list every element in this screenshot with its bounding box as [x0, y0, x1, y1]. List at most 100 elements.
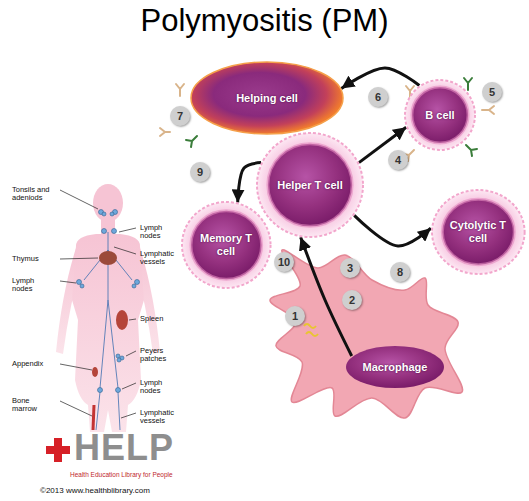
callout-number: 1 — [285, 306, 305, 326]
leader-line — [121, 413, 136, 418]
node-label: Macrophage — [363, 361, 428, 374]
organ-label: Lymph nodes — [140, 379, 180, 396]
antibody-symbol — [482, 106, 494, 114]
lymph-node — [112, 229, 117, 234]
lymph-node — [102, 229, 107, 234]
cell-body — [191, 62, 343, 134]
callout-number: 3 — [340, 258, 360, 278]
organ-label: Lymph nodes — [140, 224, 180, 241]
organ-label: Appendix — [12, 360, 43, 368]
lymph-node — [98, 388, 103, 393]
human-figure — [72, 234, 144, 432]
cell-body — [442, 199, 514, 264]
organ — [93, 405, 94, 430]
node-label: B cell — [425, 109, 454, 122]
lymph-node — [110, 212, 114, 216]
cell-membrane — [432, 190, 525, 274]
node-label: Helping cell — [236, 92, 298, 105]
lymphatic-vessel — [84, 232, 132, 430]
leader-line — [60, 190, 98, 209]
node-text-wrap: Cytolytic T cell — [446, 219, 510, 244]
organ-label: Spleen — [140, 315, 163, 323]
antibody-symbol — [466, 145, 477, 156]
logo-cross — [46, 438, 70, 462]
callout-number: 10 — [274, 252, 294, 272]
cell-body — [268, 144, 352, 227]
lymph-node — [117, 358, 121, 362]
lymph-node — [77, 280, 82, 285]
leader-line — [60, 364, 92, 370]
human-figure — [93, 184, 123, 222]
leader-line — [60, 258, 98, 259]
cell-membrane — [182, 202, 271, 288]
cell-body — [191, 211, 262, 280]
organ — [92, 251, 128, 430]
leader-line — [114, 247, 136, 254]
callout-number: 5 — [482, 82, 502, 102]
logo-text: HELP — [74, 430, 174, 466]
antigen-particles — [304, 324, 318, 336]
organ-label: Lymphatic vessels — [140, 250, 180, 267]
organ — [92, 367, 98, 377]
node-text-wrap: Memory T cell — [195, 232, 258, 257]
callout-number: 8 — [390, 262, 410, 282]
callout-number: 6 — [368, 87, 388, 107]
node-label: Helper T cell — [277, 179, 342, 192]
callout-number: 4 — [388, 150, 408, 170]
flow-arrow — [354, 215, 431, 246]
node-text-wrap: Helping cell — [236, 92, 298, 105]
callout-number: 2 — [342, 290, 362, 310]
organ — [99, 251, 117, 265]
lymph-node — [102, 212, 106, 216]
cell-body — [412, 87, 468, 143]
logo-tagline: Health Education Library for People — [70, 471, 173, 478]
immune-cell: Cytolytic T cell — [431, 189, 526, 275]
organ-label: Lymphatic vessels — [140, 409, 180, 426]
leader-line — [126, 351, 136, 356]
organ-label: Lymph nodes — [12, 277, 56, 294]
organ-label: Bone marrow — [12, 397, 56, 414]
antigen-particles — [306, 332, 318, 336]
lymph-node — [116, 354, 120, 358]
cell-membrane — [405, 80, 475, 150]
copyright-note: ©2013 www.healthblibrary.com — [40, 486, 150, 496]
helping-cell: Helping cell — [190, 61, 344, 135]
macrophage-body — [270, 250, 463, 418]
node-text-wrap: Helper T cell — [277, 179, 342, 192]
leader-line — [119, 228, 136, 232]
node-label: Memory T cell — [195, 232, 258, 257]
lymph-node — [77, 210, 140, 393]
cell-membrane — [257, 133, 363, 237]
organ-label: Tonsils and adeniods — [12, 186, 56, 203]
callout-number: 7 — [170, 106, 190, 126]
lymphatic-vessel — [84, 232, 132, 430]
organ-label: Peyers patches — [140, 347, 180, 364]
antibody-symbol — [160, 128, 170, 136]
immune-cell: Memory T cell — [181, 201, 272, 289]
lymph-node — [116, 388, 121, 393]
lymph-node — [80, 284, 84, 288]
organ-label: Thymus — [12, 255, 39, 263]
antigen-particles — [304, 324, 316, 328]
callout-number: 9 — [190, 162, 210, 182]
antibody-symbol — [186, 136, 197, 147]
node-text-wrap: B cell — [425, 109, 454, 122]
diagram-title: Polymyositis (PM) — [0, 4, 529, 38]
antibody-symbol — [464, 78, 472, 90]
leader-line — [60, 401, 92, 416]
leader-line — [122, 383, 136, 389]
cell-body — [346, 346, 444, 388]
antibody-symbol — [176, 84, 184, 96]
immune-cell: Helper T cell — [256, 132, 364, 238]
node-label: Cytolytic T cell — [446, 219, 510, 244]
flow-arrow — [341, 68, 419, 88]
lymph-node — [132, 284, 136, 288]
immune-cell: B cell — [404, 79, 476, 151]
leader-line — [129, 319, 136, 320]
node-text-wrap: Macrophage — [363, 361, 428, 374]
organ — [116, 310, 128, 330]
leader-line — [60, 281, 76, 283]
macrophage-nucleus: Macrophage — [345, 345, 445, 389]
lymph-node — [135, 280, 140, 285]
